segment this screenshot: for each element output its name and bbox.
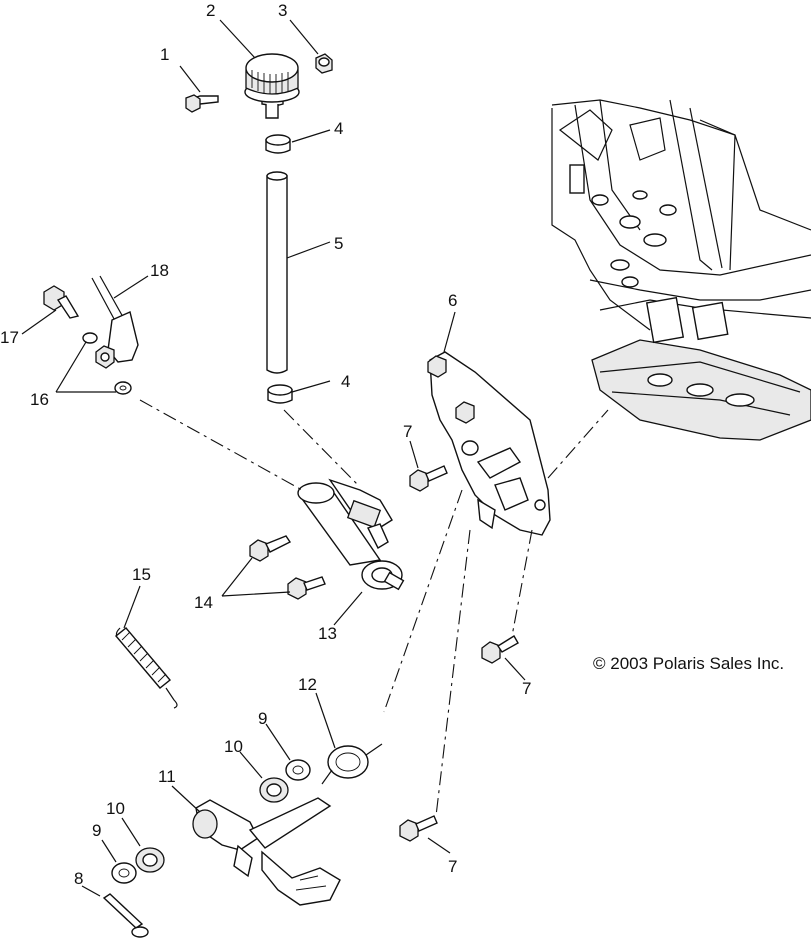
part-10-bushing-lower: [135, 847, 165, 873]
part-9-washer-lower: [111, 862, 137, 884]
callout-7: 7: [522, 679, 531, 698]
callout-11: 11: [158, 767, 176, 786]
callout-labels: 1 2 3 4 5 4 18 17 16 6 7 15 14 13 7 12 9…: [0, 1, 531, 888]
callout-15: 15: [132, 565, 151, 584]
part-16-washers: [82, 332, 132, 395]
callout-7: 7: [403, 422, 412, 441]
frame-section: [551, 99, 811, 441]
part-7-bolt-middle: [481, 635, 519, 664]
callout-6: 6: [448, 291, 457, 310]
part-2-reservoir-cap: [244, 53, 300, 119]
callout-4: 4: [334, 119, 343, 138]
callout-5: 5: [334, 234, 343, 253]
part-5-hose: [266, 171, 288, 374]
part-7-bolt-upper: [409, 465, 448, 492]
callout-10: 10: [224, 737, 243, 756]
callout-10: 10: [106, 799, 125, 818]
callout-13: 13: [318, 624, 337, 643]
callout-4: 4: [341, 372, 350, 391]
part-4-clamp-lower: [267, 384, 293, 404]
part-13-master-cylinder: [297, 478, 405, 591]
part-15-spring: [115, 627, 178, 709]
callout-1: 1: [160, 45, 169, 64]
part-6-mounting-plate: [427, 351, 551, 536]
part-11-brake-pedal: [192, 797, 341, 906]
part-12-return-spring: [321, 743, 383, 785]
part-18-brake-line: [91, 275, 139, 369]
part-8-cotter-pin: [102, 893, 149, 938]
leader-lines: [21, 19, 526, 897]
part-3-nut: [315, 53, 333, 74]
callout-8: 8: [74, 869, 83, 888]
callout-17: 17: [0, 328, 19, 347]
callout-7: 7: [448, 857, 457, 876]
callout-14: 14: [194, 593, 213, 612]
callout-3: 3: [278, 1, 287, 20]
callout-9: 9: [258, 709, 267, 728]
part-1-bolt: [185, 94, 219, 113]
callout-16: 16: [30, 390, 49, 409]
copyright-notice: © 2003 Polaris Sales Inc.: [593, 654, 784, 673]
callout-2: 2: [206, 1, 215, 20]
part-7-bolt-lower: [399, 815, 438, 842]
part-9-washer-upper: [285, 759, 311, 781]
assembly-dashed-lines: [139, 399, 609, 817]
callout-12: 12: [298, 675, 317, 694]
callout-9: 9: [92, 821, 101, 840]
part-10-bushing-upper: [259, 777, 289, 803]
callout-18: 18: [150, 261, 169, 280]
part-17-banjo-bolt: [43, 285, 80, 319]
part-14-bolts: [249, 535, 326, 600]
part-4-clamp-upper: [265, 134, 291, 154]
